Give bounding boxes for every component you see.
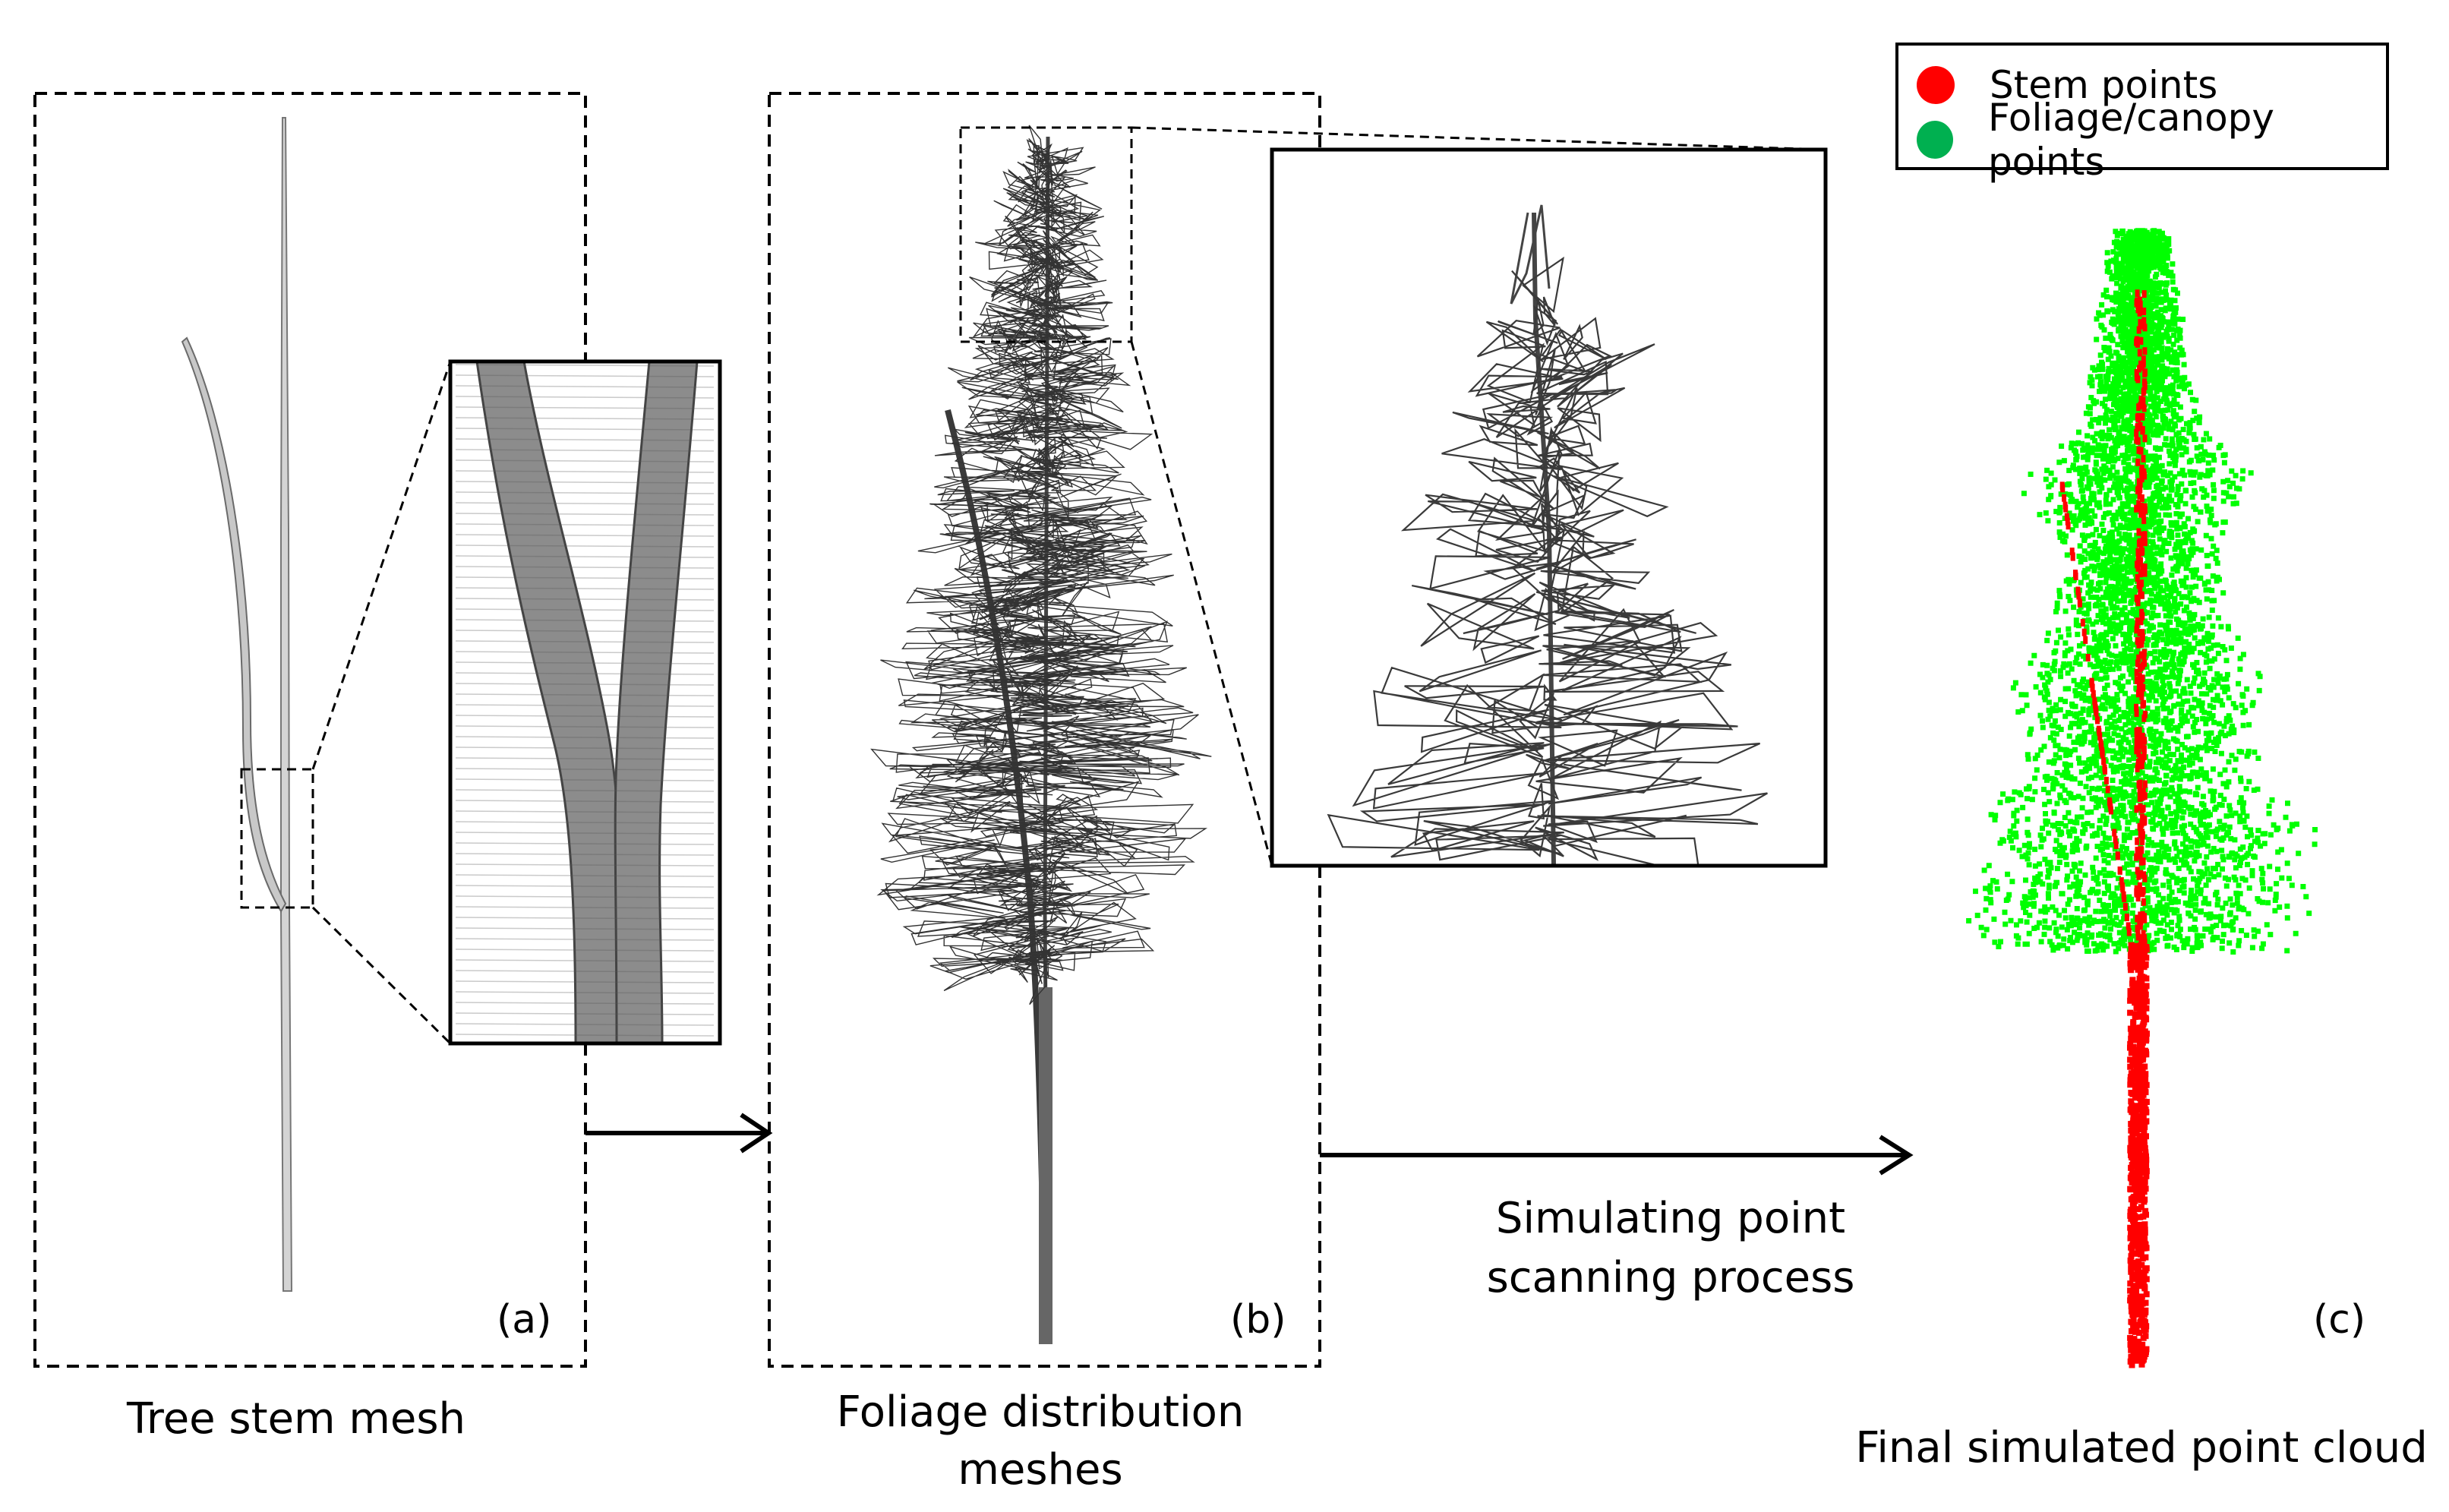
inset-right-branch bbox=[614, 361, 699, 1043]
panel-a-stem-mesh bbox=[33, 92, 722, 1368]
panel-b-foliage-mesh bbox=[768, 92, 1828, 1368]
legend-item-stem: Stem points bbox=[1917, 62, 2217, 108]
legend-swatch-foliage bbox=[1917, 121, 1953, 159]
caption-a: Tree stem mesh bbox=[126, 1394, 466, 1444]
legend-swatch-stem bbox=[1917, 66, 1955, 104]
legend-label-foliage: Foliage/canopy points bbox=[1987, 96, 2275, 184]
panel-a-label: (a) bbox=[497, 1297, 552, 1343]
zoom-source-box-a bbox=[240, 768, 314, 909]
zoom-inset-a bbox=[448, 359, 722, 1046]
legend-item-foliage: Foliage/canopy points bbox=[1917, 96, 2386, 184]
panel-c-label: (c) bbox=[2313, 1297, 2366, 1343]
caption-b: Foliage distribution meshes bbox=[836, 1387, 1245, 1495]
panel-b-label: (b) bbox=[1230, 1297, 1286, 1343]
foliage-mesh-tree bbox=[870, 125, 1212, 1345]
main-stem bbox=[280, 117, 293, 1292]
legend: Stem points Foliage/canopy points bbox=[1895, 43, 2389, 184]
process-arrow-label: Simulating point scanning process bbox=[1486, 1194, 1855, 1302]
point-cloud bbox=[1966, 228, 2318, 1368]
zoom-source-box-b bbox=[959, 126, 1133, 343]
fork-branch bbox=[181, 336, 287, 913]
zoom-inset-b bbox=[1270, 147, 1828, 868]
arrow-a-to-b bbox=[585, 1113, 773, 1154]
caption-c: Final simulated point cloud bbox=[1855, 1423, 2428, 1473]
arrow-b-to-c bbox=[1320, 1135, 1914, 1176]
legend-label-stem: Stem points bbox=[1990, 63, 2218, 107]
